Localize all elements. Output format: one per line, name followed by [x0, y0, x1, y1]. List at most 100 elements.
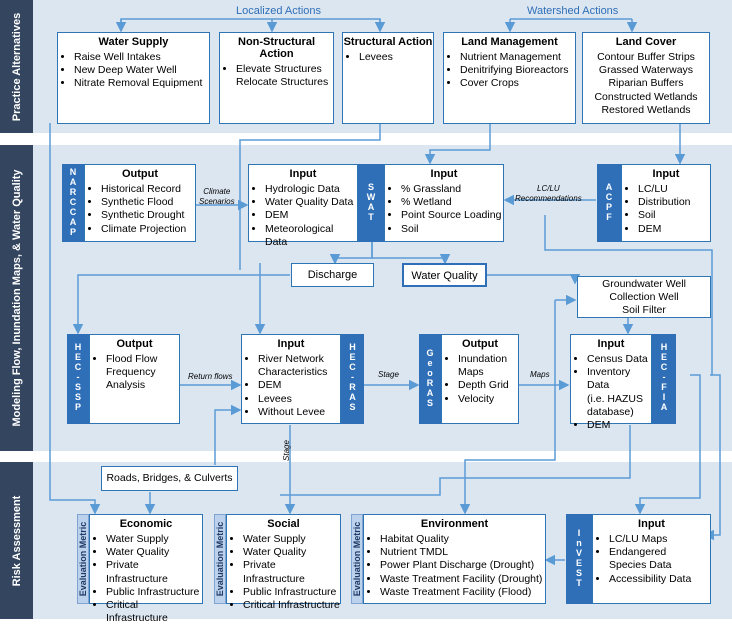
group-label-watershed: Watershed Actions: [527, 5, 619, 17]
land-cover-item: Riparian Buffers: [608, 77, 684, 90]
hec-ras-input-box: Input River Network Characteristics DEM …: [241, 334, 341, 424]
economic-box: Economic Water Supply Water Quality Priv…: [89, 514, 203, 624]
hec-fia-title: Input: [597, 338, 625, 350]
acpf-input-box: Input LC/LU Distribution Soil DEM: [621, 164, 711, 242]
hec-ssp-title: Output: [116, 338, 153, 350]
groundwater-box: Groundwater Well Collection Well Soil Fi…: [577, 276, 711, 318]
list-item: % Grassland: [401, 183, 503, 196]
list-item: DEM: [258, 379, 340, 392]
list-item: DEM: [265, 209, 357, 222]
social-title: Social: [267, 518, 300, 530]
land-cover-item: Contour Buffer Strips: [597, 51, 695, 63]
list-item: Water Supply: [243, 533, 340, 546]
list-item: Soil: [401, 223, 503, 236]
environment-metric-tag: Evaluation Metric: [351, 514, 363, 604]
discharge-box: Discharge: [291, 263, 374, 287]
list-item: Waste Treatment Facility (Flood): [380, 586, 545, 599]
structural-action-box: Structural Action Levees: [342, 32, 434, 124]
list-item: database): [587, 405, 634, 418]
edge-label-stage-down: Stage: [281, 440, 291, 461]
list-item: (i.e. HAZUS: [587, 392, 644, 405]
georas-title: Output: [461, 338, 499, 350]
list-item: Private Infrastructure: [243, 559, 340, 585]
list-item: Waste Treatment Facility (Drought): [380, 573, 545, 586]
water-supply-box: Water Supply Raise Well Intakes New Deep…: [57, 32, 210, 124]
list-item: Denitrifying Bioreactors: [460, 64, 575, 77]
list-item: Levees: [258, 393, 340, 406]
list-item: Without Levee: [258, 406, 340, 419]
hec-ras-title: Input: [277, 338, 305, 350]
structural-title: Structural Action: [343, 36, 433, 48]
swat-left-title: Input: [289, 168, 317, 180]
land-management-box: Land Management Nutrient Management Deni…: [443, 32, 576, 124]
invest-input-box: Input LC/LU Maps Endangered Species Data…: [592, 514, 711, 604]
list-item: Power Plant Discharge (Drought): [380, 559, 545, 572]
list-item: DEM: [587, 419, 651, 432]
list-item: Endangered: [609, 546, 710, 559]
list-item: Synthetic Drought: [101, 209, 195, 222]
invest-title: Input: [638, 518, 665, 530]
narccap-title: Output: [121, 168, 159, 180]
list-item: Frequency: [106, 366, 156, 379]
list-item: Climate Projection: [101, 223, 195, 236]
non-structural-title: Non-Structural Action: [238, 36, 315, 60]
group-label-localized: Localized Actions: [236, 5, 321, 17]
list-item: Elevate Structures: [236, 63, 333, 76]
list-item: LC/LU: [638, 183, 710, 196]
groundwater-item: Collection Well: [609, 291, 679, 303]
list-item: % Wetland: [401, 196, 503, 209]
list-item: New Deep Water Well: [74, 64, 209, 77]
environment-box: Environment Habitat Quality Nutrient TMD…: [363, 514, 546, 604]
georas-output-box: Output Inundation Maps Depth Grid Veloci…: [441, 334, 519, 424]
land-cover-item: Constructed Wetlands: [594, 90, 698, 103]
swat-input-right-box: Input % Grassland % Wetland Point Source…: [384, 164, 504, 242]
list-item: Distribution: [638, 196, 710, 209]
list-item: Inventory Data: [587, 366, 651, 392]
list-item: Accessibility Data: [609, 573, 710, 586]
list-item: Census Data: [587, 353, 651, 366]
list-item: River Network: [258, 353, 340, 366]
edge-label-stage: Stage: [378, 370, 399, 379]
list-item: Historical Record: [101, 183, 195, 196]
list-item: Flood Flow: [106, 353, 179, 366]
list-item: Nutrient TMDL: [380, 546, 545, 559]
roads-box: Roads, Bridges, & Culverts: [101, 466, 238, 491]
list-item: Synthetic Flood: [101, 196, 195, 209]
list-item: Maps: [458, 366, 484, 379]
list-item: Levees: [359, 51, 433, 64]
list-item: Characteristics: [258, 366, 328, 379]
social-metric-tag: Evaluation Metric: [214, 514, 226, 604]
list-item: Habitat Quality: [380, 533, 545, 546]
groundwater-item: Groundwater Well: [602, 278, 686, 290]
water-quality-box: Water Quality: [402, 263, 487, 287]
list-item: Nutrient Management: [460, 51, 575, 64]
economic-title: Economic: [119, 518, 173, 530]
acpf-title: Input: [652, 168, 680, 180]
list-item: Nitrate Removal Equipment: [74, 77, 209, 90]
hec-fia-input-box: Input Census Data Inventory Data (i.e. H…: [570, 334, 652, 431]
edge-label-return-flows: Return flows: [188, 372, 233, 381]
list-item: Point Source Loading: [401, 209, 503, 222]
list-item: Water Quality Data: [265, 196, 357, 209]
list-item: Cover Crops: [460, 77, 575, 90]
list-item: Water Supply: [106, 533, 202, 546]
hec-ssp-output-box: Output Flood Flow Frequency Analysis: [89, 334, 180, 424]
land-cover-title: Land Cover: [615, 36, 677, 48]
land-management-title: Land Management: [461, 36, 558, 48]
section-label-risk: Risk Assessment: [0, 462, 33, 619]
environment-title: Environment: [420, 518, 489, 530]
land-cover-item: Grassed Waterways: [598, 64, 694, 77]
land-cover-item: Restored Wetlands: [601, 103, 691, 116]
list-item: Public Infrastructure: [106, 586, 202, 599]
list-item: Inundation: [458, 353, 518, 366]
list-item: Critical Infrastructure: [243, 599, 340, 612]
